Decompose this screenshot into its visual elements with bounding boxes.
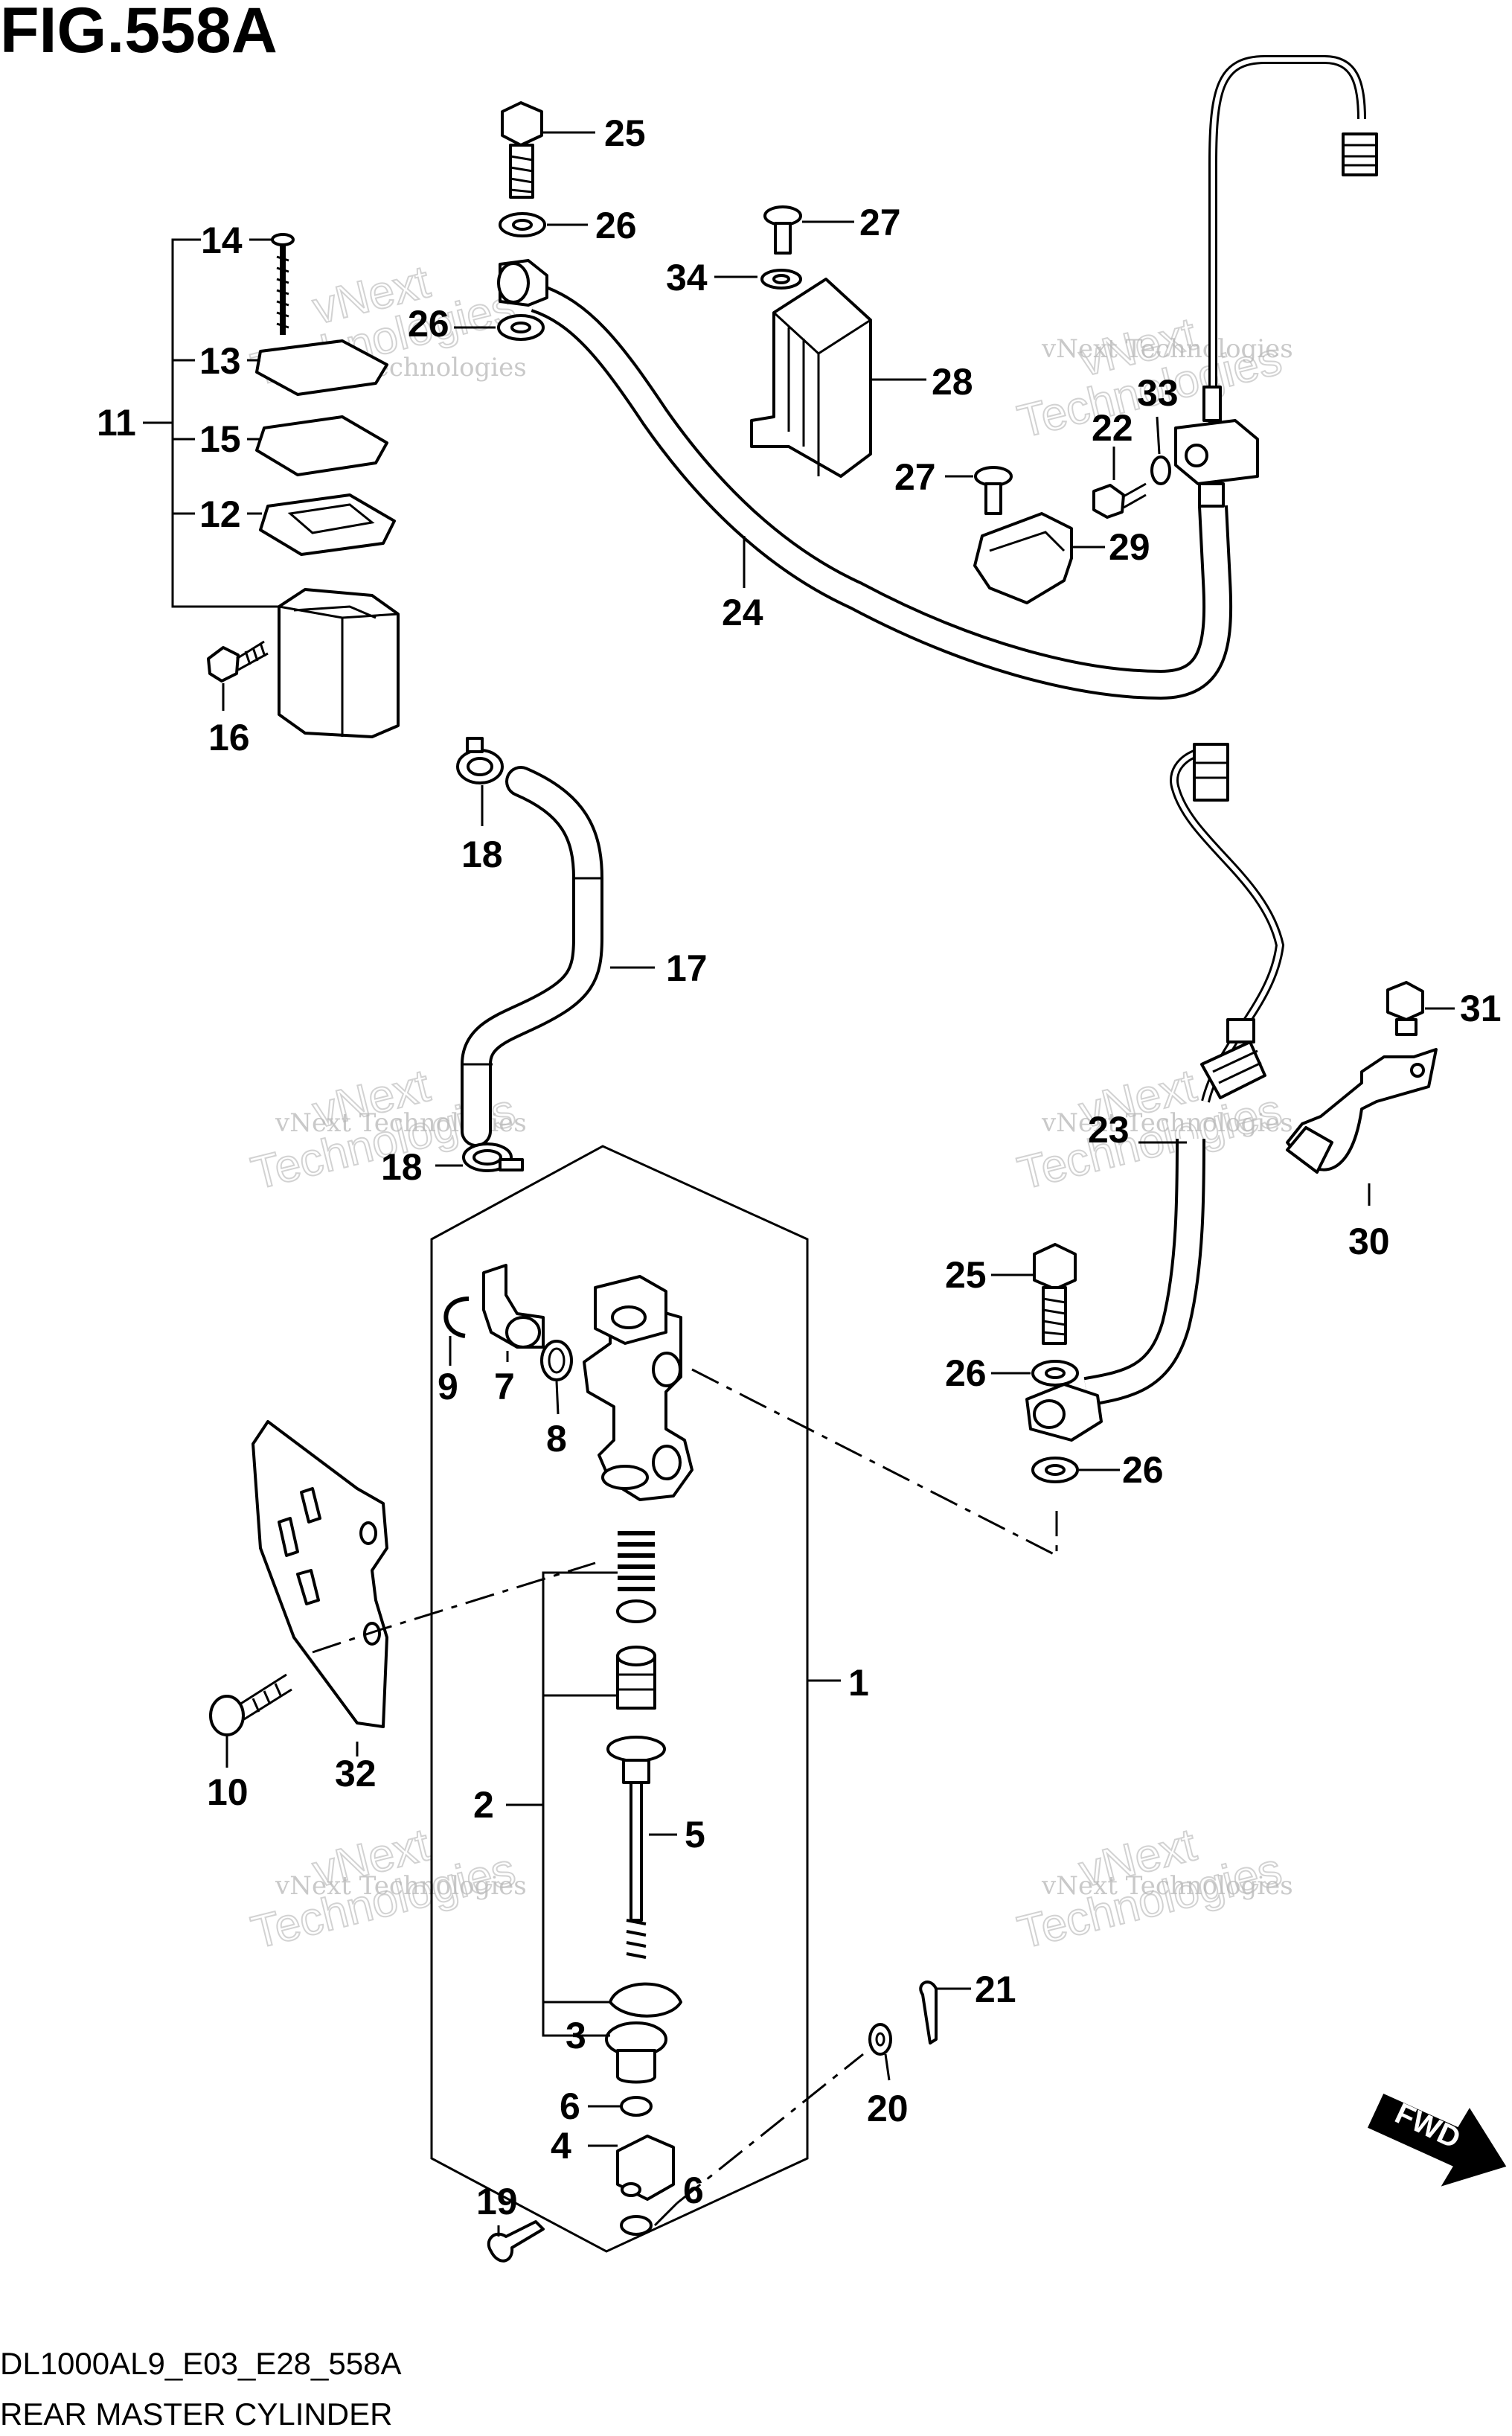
clevis-pin	[487, 2220, 545, 2263]
callout-label: 20	[867, 2088, 909, 2129]
master-cylinder-body	[583, 1275, 693, 1501]
boot	[605, 2021, 667, 2084]
callout-label: 25	[604, 112, 646, 154]
callout-label: 2	[473, 1784, 494, 1826]
hose-protector	[1200, 1018, 1266, 1099]
clevis	[616, 2135, 675, 2201]
hose-end-fitting	[1193, 743, 1229, 802]
callout-label: 18	[381, 1146, 423, 1188]
watermark-text: vNext Technologies	[1041, 1108, 1293, 1138]
reservoir-assembly	[143, 233, 400, 738]
callout-label: 6	[683, 2170, 704, 2211]
callout-label: 16	[208, 717, 250, 758]
callout-label: 11	[97, 402, 136, 444]
callout-label: 28	[932, 361, 973, 403]
callout-label: 25	[945, 1254, 987, 1296]
callout-label: 23	[1088, 1109, 1130, 1151]
washer	[1031, 1360, 1079, 1387]
washer	[868, 2023, 892, 2056]
fwd-direction-arrow: FWD	[1368, 2094, 1507, 2187]
washer	[1031, 1457, 1079, 1483]
hose-clamp	[462, 1142, 524, 1172]
assembly-outline	[430, 1145, 809, 2253]
figure-name: REAR MASTER CYLINDER	[0, 2397, 392, 2432]
callout-label: 4	[551, 2125, 571, 2167]
callout-label: 10	[207, 1771, 249, 1813]
callout-label: 26	[945, 1352, 987, 1394]
callout-label: 30	[1348, 1221, 1390, 1262]
watermark-text: vNext Technologies	[1041, 334, 1293, 364]
callout-label: 34	[666, 257, 708, 298]
callout-label: 21	[975, 1969, 1016, 2010]
callout-label: 29	[1109, 526, 1150, 568]
mounting-bracket	[252, 1420, 388, 1728]
hose-guide	[1286, 1048, 1438, 1174]
callout-label: 8	[546, 1418, 567, 1460]
union-bolt	[501, 101, 543, 199]
callout-label: 27	[894, 456, 936, 498]
hose-clamp	[456, 737, 504, 784]
callout-label: 12	[199, 493, 241, 535]
bolt-part	[207, 640, 269, 682]
bolt-part	[1092, 482, 1147, 519]
hose-clip	[973, 512, 1073, 604]
figure-title: FIG.558A	[0, 0, 278, 66]
brake-hose-lower	[1083, 747, 1285, 1407]
callout-label: 22	[1092, 407, 1133, 449]
push-rod	[606, 1736, 666, 1959]
banjo-fitting	[497, 259, 548, 307]
union-bolt	[1033, 1243, 1077, 1345]
hose-joint	[1174, 386, 1259, 508]
screw-part	[271, 233, 295, 335]
hose-nipple	[482, 1264, 545, 1349]
brake-hose-upper	[531, 55, 1366, 700]
callout-label: 24	[722, 592, 763, 633]
hose-end-fitting	[1342, 132, 1378, 176]
spring	[616, 1531, 656, 1623]
callout-label: 7	[494, 1366, 515, 1407]
callout-label: 1	[848, 1662, 869, 1704]
callout-label: 3	[566, 2015, 586, 2056]
callout-label: 31	[1460, 988, 1502, 1029]
callout-label: 33	[1137, 372, 1179, 414]
washer	[497, 314, 545, 341]
callout-label: 26	[595, 205, 637, 246]
washer	[499, 212, 546, 237]
callout-label: 6	[560, 2085, 580, 2127]
reservoir-hose	[461, 766, 603, 1147]
watermark-text: vNext Technologies	[1041, 1871, 1293, 1901]
callout-label: 14	[201, 220, 243, 261]
watermark-text: vNext Technologies	[275, 1871, 527, 1901]
screw-part	[763, 205, 802, 255]
callout-label: 19	[476, 2181, 518, 2222]
piston	[616, 1646, 656, 1710]
figure-code: DL1000AL9_E03_E28_558A	[0, 2346, 401, 2381]
snap-ring	[609, 1982, 682, 2018]
callout-labels: 1 2 3 4 5 6 6 7 8 9 10 11 12 13 14 15 16…	[97, 112, 1502, 2222]
screw-part	[974, 466, 1013, 515]
callout-label: 18	[461, 834, 503, 875]
o-ring	[540, 1340, 573, 1381]
callout-label: 26	[1122, 1449, 1164, 1491]
washer	[760, 269, 802, 290]
callout-label: 13	[199, 340, 241, 382]
circlip	[443, 1297, 470, 1338]
callout-label: 32	[335, 1753, 377, 1794]
bolt-part	[1386, 981, 1424, 1036]
callout-label: 27	[859, 202, 901, 243]
callout-label: 9	[438, 1366, 458, 1407]
washer	[1150, 455, 1171, 485]
callout-label: 15	[199, 418, 241, 460]
callout-label: 26	[408, 303, 449, 345]
hose-guide	[750, 278, 872, 478]
banjo-fitting	[1025, 1383, 1103, 1442]
callout-label: 5	[685, 1814, 705, 1855]
cotter-pin	[919, 1981, 938, 2045]
callout-label: 17	[666, 947, 708, 989]
watermark-group: vNext Technologies vNext Technologies vN…	[246, 255, 1293, 1960]
bolt-part	[209, 1673, 292, 1736]
